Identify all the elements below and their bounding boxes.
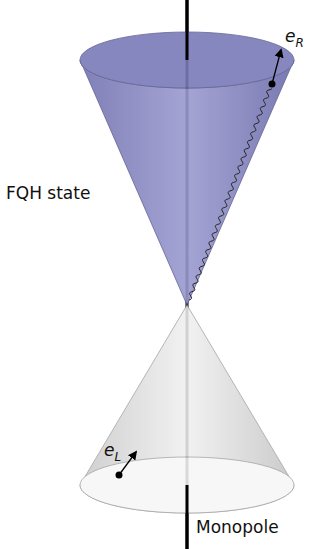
monopole-line-bottom <box>186 485 189 549</box>
lower-cone <box>80 305 294 513</box>
particle-label: eL <box>104 440 121 460</box>
wavy-line <box>189 89 272 300</box>
momentum-arrow <box>272 50 281 84</box>
particle-label: eR <box>285 26 304 46</box>
region-label: FQH state <box>6 183 90 203</box>
upper-cone <box>80 32 294 305</box>
monopole-line-top <box>186 0 189 60</box>
momentum-arrow <box>119 452 136 475</box>
axis-label: Monopole <box>196 517 279 537</box>
